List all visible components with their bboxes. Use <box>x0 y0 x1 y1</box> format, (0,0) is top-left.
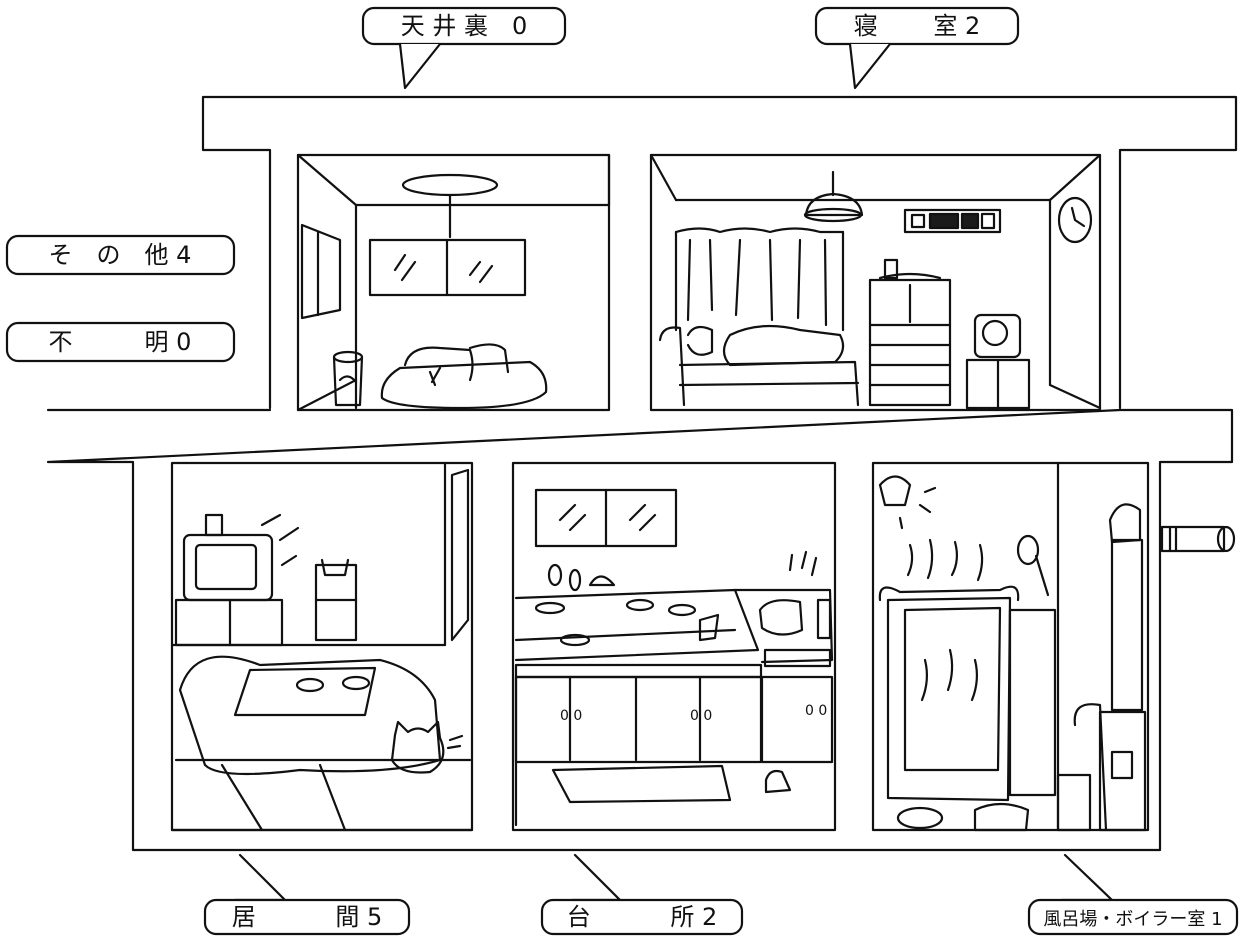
kotatsu-table-icon <box>180 657 440 774</box>
bedroom-tv-icon <box>967 315 1029 408</box>
living-tv-icon <box>176 515 298 645</box>
label-attic-text: 天 井 裏 0 <box>401 12 528 40</box>
svg-text:0 0: 0 0 <box>805 703 827 719</box>
stove-icon <box>735 552 832 666</box>
label-bedroom: 寝 室 2 <box>816 8 1018 88</box>
curtain-icon <box>676 229 843 331</box>
label-bath: 風呂場・ボイラー室 1 <box>1029 855 1237 934</box>
svg-text:0 0: 0 0 <box>690 708 712 724</box>
wall-clock-icon <box>1059 198 1091 242</box>
dresser-icon <box>870 260 950 405</box>
floor-mat-icon <box>553 766 730 802</box>
label-living: 居 間 5 <box>205 855 409 934</box>
label-unknown-text: 不 明 0 <box>49 328 192 356</box>
bedroom-illustration <box>651 155 1100 410</box>
ceiling-light-icon <box>403 175 497 195</box>
label-kitchen-text: 台 所 2 <box>567 903 718 931</box>
label-living-text: 居 間 5 <box>232 903 383 931</box>
label-bedroom-text: 寝 室 2 <box>854 12 981 40</box>
label-other-text: そ の 他 4 <box>49 241 192 269</box>
bathtub-icon <box>880 540 1055 800</box>
wash-basin-icon <box>898 808 942 828</box>
label-other: そ の 他 4 <box>7 236 234 274</box>
cabinets-icon: 0 0 0 0 0 0 <box>516 677 832 762</box>
kitchen-illustration: 0 0 0 0 0 0 <box>513 463 835 830</box>
small-shelf-icon <box>316 560 356 640</box>
pendant-lamp-icon <box>805 172 862 221</box>
label-unknown: 不 明 0 <box>7 323 234 361</box>
kitchen-counter-icon <box>516 565 761 825</box>
living-room-illustration <box>172 463 472 830</box>
bath-stool-icon <box>975 804 1028 830</box>
side-window-icon <box>302 225 340 318</box>
label-attic: 天 井 裏 0 <box>363 8 565 88</box>
window-icon <box>370 240 525 295</box>
boiler-icon <box>1058 504 1145 830</box>
attic-room-illustration <box>298 155 609 410</box>
bed-icon <box>660 326 858 405</box>
shower-head-icon <box>1018 536 1048 595</box>
trash-can-icon <box>334 352 362 405</box>
kitchen-window-icon <box>536 490 676 546</box>
wall-shelf-icon <box>905 210 1000 232</box>
cat-icon <box>392 722 462 773</box>
label-bath-text: 風呂場・ボイラー室 1 <box>1043 909 1222 930</box>
label-kitchen: 台 所 2 <box>542 855 742 934</box>
futon-icon <box>382 344 546 408</box>
slippers-icon <box>766 771 790 792</box>
bath-lamp-icon <box>880 477 935 529</box>
chimney-pipe <box>1162 527 1234 551</box>
bathroom-illustration <box>873 463 1148 830</box>
svg-text:0 0: 0 0 <box>560 708 582 724</box>
